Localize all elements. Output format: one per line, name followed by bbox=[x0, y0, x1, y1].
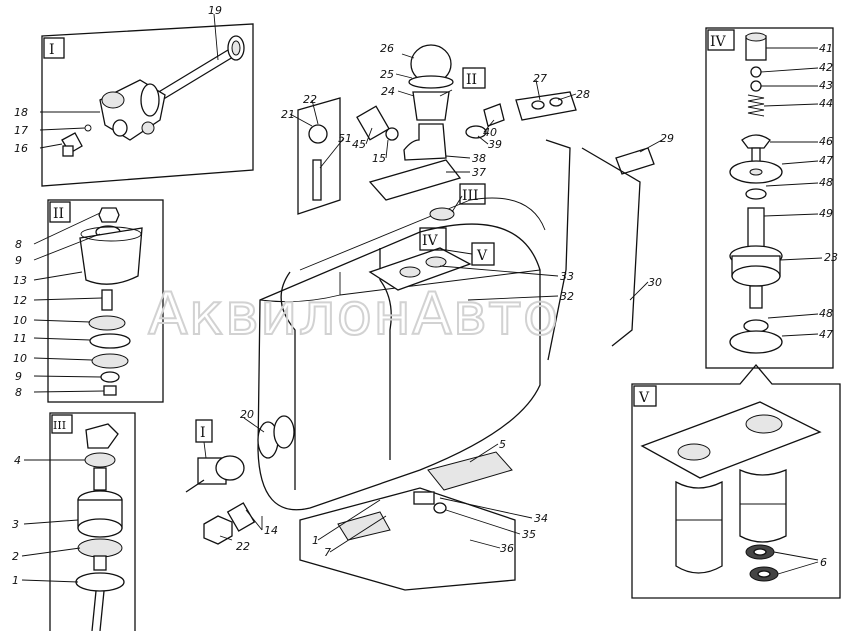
callout-23: 23 bbox=[824, 251, 838, 264]
callout-1b: 1 bbox=[312, 534, 319, 547]
panel-V: V 6 bbox=[631, 363, 841, 599]
callout-37: 37 bbox=[472, 166, 486, 179]
callout-27: 27 bbox=[533, 72, 547, 85]
marker-I: I bbox=[200, 425, 206, 441]
watermark: АквилонАвто bbox=[148, 280, 559, 348]
callout-48a: 48 bbox=[819, 176, 833, 189]
callout-43: 43 bbox=[819, 79, 833, 92]
panel-II-title: II bbox=[53, 206, 64, 222]
callout-32: 32 bbox=[560, 290, 574, 303]
marker-IV: IV bbox=[422, 233, 439, 249]
panel-III: III 4 3 2 1 bbox=[12, 412, 136, 631]
callout-12: 12 bbox=[13, 294, 27, 307]
callout-41: 41 bbox=[819, 42, 833, 55]
callout-21: 21 bbox=[281, 108, 295, 121]
callout-38: 38 bbox=[472, 152, 486, 165]
callout-9b: 9 bbox=[15, 370, 22, 383]
callout-33: 33 bbox=[560, 270, 574, 283]
panel-V-title: V bbox=[638, 390, 650, 406]
callout-51: 51 bbox=[338, 132, 352, 145]
callout-22b: 22 bbox=[236, 540, 250, 553]
callout-20: 20 bbox=[240, 408, 254, 421]
callout-8a: 8 bbox=[15, 238, 22, 251]
callout-47a: 47 bbox=[819, 154, 833, 167]
callout-1a: 1 bbox=[12, 574, 19, 587]
callout-29: 29 bbox=[660, 132, 674, 145]
callout-42: 42 bbox=[819, 61, 833, 74]
callout-10b: 10 bbox=[13, 352, 27, 365]
callout-11: 11 bbox=[13, 332, 27, 345]
callout-10a: 10 bbox=[13, 314, 27, 327]
callout-8b: 8 bbox=[15, 386, 22, 399]
callout-40: 40 bbox=[483, 126, 497, 139]
callout-36: 36 bbox=[500, 542, 514, 555]
callout-26: 26 bbox=[380, 42, 394, 55]
callout-18: 18 bbox=[14, 106, 28, 119]
callout-7: 7 bbox=[324, 546, 331, 559]
callout-24: 24 bbox=[381, 85, 395, 98]
marker-II: II bbox=[466, 72, 477, 88]
panel-IV-title: IV bbox=[710, 34, 727, 50]
callout-13: 13 bbox=[13, 274, 27, 287]
callout-16: 16 bbox=[14, 142, 28, 155]
panel-I: I 19 18 17 16 bbox=[14, 4, 254, 187]
callout-25: 25 bbox=[380, 68, 394, 81]
marker-III: III bbox=[462, 188, 479, 204]
callout-47b: 47 bbox=[819, 328, 833, 341]
callout-48b: 48 bbox=[819, 307, 833, 320]
panel-I-title: I bbox=[49, 42, 55, 58]
callout-35: 35 bbox=[522, 528, 536, 541]
callout-15: 15 bbox=[372, 152, 386, 165]
callout-46: 46 bbox=[819, 135, 833, 148]
callout-3: 3 bbox=[12, 518, 19, 531]
panel-III-title: III bbox=[53, 419, 66, 432]
callout-9a: 9 bbox=[15, 254, 22, 267]
callout-2: 2 bbox=[12, 550, 19, 563]
panel-IV: IV 41 42 43 44 bbox=[705, 27, 838, 369]
marker-V: V bbox=[476, 248, 488, 264]
callout-39: 39 bbox=[488, 138, 502, 151]
callout-34: 34 bbox=[534, 512, 548, 525]
main-assembly: II III IV V I bbox=[185, 42, 674, 591]
callout-6: 6 bbox=[820, 556, 827, 569]
callout-22a: 22 bbox=[303, 93, 317, 106]
callout-17: 17 bbox=[14, 124, 28, 137]
callout-19: 19 bbox=[208, 4, 222, 17]
panel-II: II 8 9 13 12 10 11 10 9 8 bbox=[13, 199, 164, 403]
callout-30: 30 bbox=[648, 276, 662, 289]
callout-5: 5 bbox=[499, 438, 506, 451]
callout-45: 45 bbox=[352, 138, 366, 151]
callout-14: 14 bbox=[264, 524, 278, 537]
callout-44: 44 bbox=[819, 97, 833, 110]
callout-49: 49 bbox=[819, 207, 833, 220]
callout-28: 28 bbox=[576, 88, 590, 101]
callout-4: 4 bbox=[14, 454, 21, 467]
